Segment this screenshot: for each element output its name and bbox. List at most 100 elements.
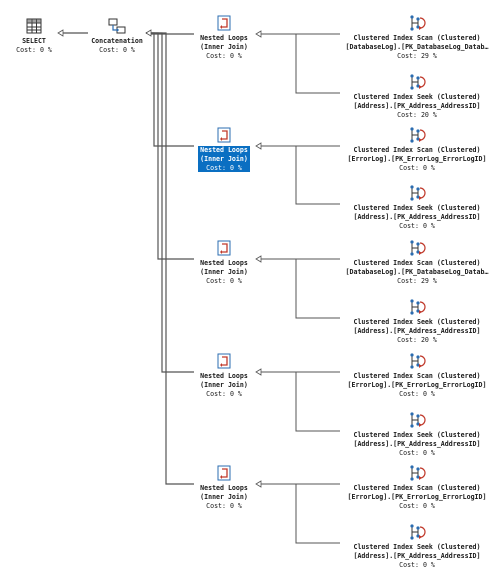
index-seek-label: Clustered Index Seek (Clustered) [353, 204, 481, 212]
nested-loops-join-type: (Inner Join) [200, 154, 248, 163]
index-seek-label: Clustered Index Seek (Clustered) [353, 318, 481, 326]
index-seek-cost: Cost: 0 % [399, 560, 435, 569]
nested-loops-icon [217, 127, 231, 143]
clustered-index-scan-operator[interactable]: Clustered Index Scan (Clustered)[ErrorLo… [338, 464, 496, 510]
index-seek-label: Clustered Index Seek (Clustered) [353, 431, 481, 439]
index-seek-object: [Address].[PK_Address_AddressID] [353, 326, 481, 335]
clustered-index-scan-icon [410, 240, 426, 256]
nested-loops-label: Nested Loops [200, 372, 248, 380]
select-operator[interactable]: SELECT Cost: 0 % [12, 17, 56, 55]
nested-loops-operator[interactable]: Nested Loops(Inner Join)Cost: 0 % [194, 14, 254, 60]
clustered-index-scan-icon [410, 127, 426, 143]
nested-loops-icon [217, 465, 231, 481]
clustered-index-seek-operator[interactable]: Clustered Index Seek (Clustered)[Address… [338, 298, 496, 344]
connector-line [262, 483, 340, 544]
index-seek-cost: Cost: 0 % [399, 221, 435, 230]
flow-arrowhead [255, 30, 262, 38]
clustered-index-scan-icon [410, 465, 426, 481]
nested-loops-label: Nested Loops [200, 34, 248, 42]
nested-loops-text: Nested Loops(Inner Join)Cost: 0 % [198, 146, 250, 173]
index-scan-cost: Cost: 0 % [399, 501, 435, 510]
nested-loops-cost: Cost: 0 % [206, 51, 242, 60]
index-scan-cost: Cost: 0 % [399, 389, 435, 398]
index-seek-object: [Address].[PK_Address_AddressID] [353, 212, 481, 221]
flow-arrowhead [255, 142, 262, 150]
flow-arrowhead [255, 480, 262, 488]
index-seek-object: [Address].[PK_Address_AddressID] [353, 551, 481, 560]
concatenation-cost: Cost: 0 % [99, 45, 135, 54]
connector-line [262, 145, 340, 205]
clustered-index-scan-icon [410, 15, 426, 31]
nested-loops-join-type: (Inner Join) [200, 42, 248, 51]
nested-loops-operator[interactable]: Nested Loops(Inner Join)Cost: 0 % [194, 239, 254, 285]
nested-loops-cost: Cost: 0 % [206, 163, 242, 172]
clustered-index-seek-icon [410, 524, 426, 540]
clustered-index-scan-operator[interactable]: Clustered Index Scan (Clustered)[Databas… [338, 239, 496, 285]
nested-loops-icon [217, 353, 231, 369]
nested-loops-text: Nested Loops(Inner Join)Cost: 0 % [194, 259, 254, 285]
index-scan-object: [ErrorLog].[PK_ErrorLog_ErrorLogID] [347, 492, 487, 501]
connector-line [146, 32, 194, 485]
clustered-index-seek-icon [410, 412, 426, 428]
connector-line [146, 32, 194, 147]
flow-arrowhead [57, 29, 64, 37]
select-cost: Cost: 0 % [16, 45, 52, 54]
nested-loops-label: Nested Loops [200, 259, 248, 267]
nested-loops-operator[interactable]: Nested Loops(Inner Join)Cost: 0 % [194, 352, 254, 398]
nested-loops-cost: Cost: 0 % [206, 389, 242, 398]
clustered-index-seek-operator[interactable]: Clustered Index Seek (Clustered)[Address… [338, 184, 496, 230]
index-scan-label: Clustered Index Scan (Clustered) [353, 146, 481, 154]
connector-line [262, 371, 340, 432]
nested-loops-icon [217, 240, 231, 256]
flow-arrowhead [255, 255, 262, 263]
index-scan-cost: Cost: 29 % [397, 276, 437, 285]
connector-line [262, 258, 340, 319]
nested-loops-label: Nested Loops [200, 146, 248, 154]
index-seek-cost: Cost: 20 % [397, 335, 437, 344]
flow-arrowhead [255, 368, 262, 376]
index-seek-cost: Cost: 20 % [397, 110, 437, 119]
index-scan-label: Clustered Index Scan (Clustered) [353, 372, 481, 380]
nested-loops-cost: Cost: 0 % [206, 501, 242, 510]
clustered-index-scan-operator[interactable]: Clustered Index Scan (Clustered)[ErrorLo… [338, 352, 496, 398]
nested-loops-join-type: (Inner Join) [200, 492, 248, 501]
nested-loops-operator[interactable]: Nested Loops(Inner Join)Cost: 0 % [194, 464, 254, 510]
clustered-index-seek-icon [410, 299, 426, 315]
index-scan-cost: Cost: 29 % [397, 51, 437, 60]
clustered-index-scan-operator[interactable]: Clustered Index Scan (Clustered)[ErrorLo… [338, 126, 496, 172]
nested-loops-text: Nested Loops(Inner Join)Cost: 0 % [194, 34, 254, 60]
select-label: SELECT [22, 37, 46, 45]
index-scan-object: [ErrorLog].[PK_ErrorLog_ErrorLogID] [347, 380, 487, 389]
concatenation-icon [108, 18, 126, 34]
concatenation-operator[interactable]: Concatenation Cost: 0 % [88, 17, 146, 55]
nested-loops-cost: Cost: 0 % [206, 276, 242, 285]
nested-loops-operator[interactable]: Nested Loops(Inner Join)Cost: 0 % [194, 126, 254, 173]
index-seek-object: [Address].[PK_Address_AddressID] [353, 101, 481, 110]
nested-loops-join-type: (Inner Join) [200, 380, 248, 389]
index-seek-label: Clustered Index Seek (Clustered) [353, 93, 481, 101]
index-scan-object: [DatabaseLog].[PK_DatabaseLog_Datab… [345, 42, 489, 51]
index-scan-label: Clustered Index Scan (Clustered) [353, 34, 481, 42]
index-seek-label: Clustered Index Seek (Clustered) [353, 543, 481, 551]
concatenation-label: Concatenation [91, 37, 143, 45]
index-scan-cost: Cost: 0 % [399, 163, 435, 172]
clustered-index-scan-icon [410, 353, 426, 369]
clustered-index-seek-operator[interactable]: Clustered Index Seek (Clustered)[Address… [338, 73, 496, 119]
clustered-index-scan-operator[interactable]: Clustered Index Scan (Clustered)[Databas… [338, 14, 496, 60]
index-seek-cost: Cost: 0 % [399, 448, 435, 457]
index-scan-object: [ErrorLog].[PK_ErrorLog_ErrorLogID] [347, 154, 487, 163]
index-scan-object: [DatabaseLog].[PK_DatabaseLog_Datab… [345, 267, 489, 276]
select-table-icon [26, 18, 42, 34]
nested-loops-icon [217, 15, 231, 31]
nested-loops-text: Nested Loops(Inner Join)Cost: 0 % [194, 372, 254, 398]
connector-line [146, 32, 194, 373]
clustered-index-seek-operator[interactable]: Clustered Index Seek (Clustered)[Address… [338, 411, 496, 457]
clustered-index-seek-operator[interactable]: Clustered Index Seek (Clustered)[Address… [338, 523, 496, 569]
clustered-index-seek-icon [410, 74, 426, 90]
nested-loops-label: Nested Loops [200, 484, 248, 492]
index-seek-object: [Address].[PK_Address_AddressID] [353, 439, 481, 448]
index-scan-label: Clustered Index Scan (Clustered) [353, 484, 481, 492]
flow-arrowhead [145, 29, 152, 37]
